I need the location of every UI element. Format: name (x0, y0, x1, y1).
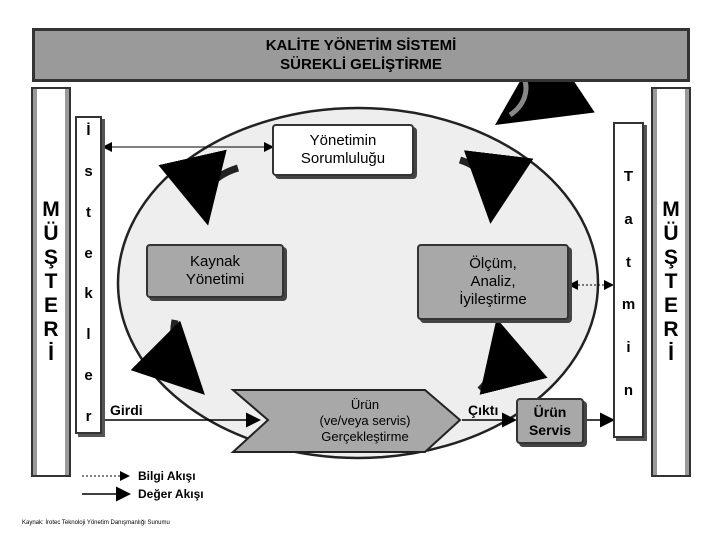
box-line: Ölçüm, (469, 255, 517, 272)
box-line: İyileştirme (459, 291, 527, 308)
customer-letter: T (664, 270, 678, 293)
satisfaction-letter: a (624, 210, 633, 228)
customer-letter: M (662, 198, 680, 221)
requirements-letter: e (84, 367, 93, 385)
box-line: Yönetimi (185, 271, 245, 288)
satisfaction-letter: n (623, 381, 634, 399)
satisfaction-letter: i (626, 339, 631, 357)
customer-letter: R (663, 318, 679, 341)
satisfaction-column: T a t m i n (613, 122, 644, 438)
requirements-letter: e (84, 244, 93, 262)
cycle-arrow-3 (130, 319, 205, 395)
customer-letter: M (42, 198, 60, 221)
title-banner: KALİTE YÖNETİM SİSTEMİ SÜREKLİ GELİŞTİRM… (32, 28, 690, 82)
requirements-letter: l (86, 326, 91, 344)
customer-letter: E (43, 294, 58, 317)
resource-management-box: Kaynak Yönetimi (146, 244, 284, 298)
customer-letter: İ (668, 342, 674, 365)
customer-letter: Ş (663, 246, 678, 269)
box-line: Kaynak (189, 253, 241, 270)
requirements-letter: İ (86, 122, 91, 139)
customer-column-right: M Ü Ş T E R İ (651, 87, 691, 477)
source-footnote: Kaynak: İrotec Teknoloji Yönetim Danışma… (22, 520, 170, 526)
box-line: Ürün (533, 404, 567, 420)
cycle-arrow-2 (458, 150, 534, 224)
measurement-analysis-box: Ölçüm, Analiz, İyileştirme (417, 244, 569, 320)
input-label: Girdi (110, 402, 143, 418)
customer-letter: R (43, 318, 59, 341)
requirements-letter: t (86, 203, 91, 221)
box-line: Servis (528, 422, 572, 438)
customer-letter: Ş (43, 246, 58, 269)
product-realization-box: Ürün (ve/veya servis) Gerçekleştirme (285, 392, 445, 450)
requirements-column: İ s t e k l e r (75, 116, 102, 434)
output-label: Çıktı (468, 402, 499, 418)
urun-chevron-shape (230, 389, 462, 453)
customer-column-left: M Ü Ş T E R İ (31, 87, 71, 477)
legend-value-label: Değer Akışı (138, 487, 204, 501)
box-line: Yönetimin (309, 132, 377, 149)
satisfaction-letter: T (623, 168, 634, 185)
satisfaction-letter: m (621, 296, 636, 314)
management-responsibility-box: Yönetimin Sorumluluğu (272, 124, 414, 176)
customer-letter: İ (48, 342, 54, 365)
satisfaction-letter: t (626, 253, 631, 271)
cycle-arrow-4 (477, 318, 548, 395)
box-line: Gerçekleştirme (321, 429, 409, 444)
box-line: Analiz, (470, 273, 516, 290)
requirements-letter: k (84, 285, 93, 303)
banner-line-2: SÜREKLİ GELİŞTİRME (280, 56, 442, 73)
legend-info-label: Bilgi Akışı (138, 469, 196, 483)
box-line: Ürün (350, 397, 380, 412)
box-line: (ve/veya servis) (319, 413, 411, 428)
customer-letter: Ü (663, 222, 679, 245)
product-service-box: Ürün Servis (516, 398, 584, 444)
customer-letter: Ü (43, 222, 59, 245)
requirements-letter: s (84, 162, 93, 180)
banner-line-1: KALİTE YÖNETİM SİSTEMİ (265, 37, 457, 54)
customer-letter: T (44, 270, 58, 293)
customer-letter: E (663, 294, 678, 317)
box-line: Sorumluluğu (300, 150, 386, 167)
requirements-letter: r (85, 407, 92, 425)
cycle-arrow-1 (158, 149, 240, 226)
